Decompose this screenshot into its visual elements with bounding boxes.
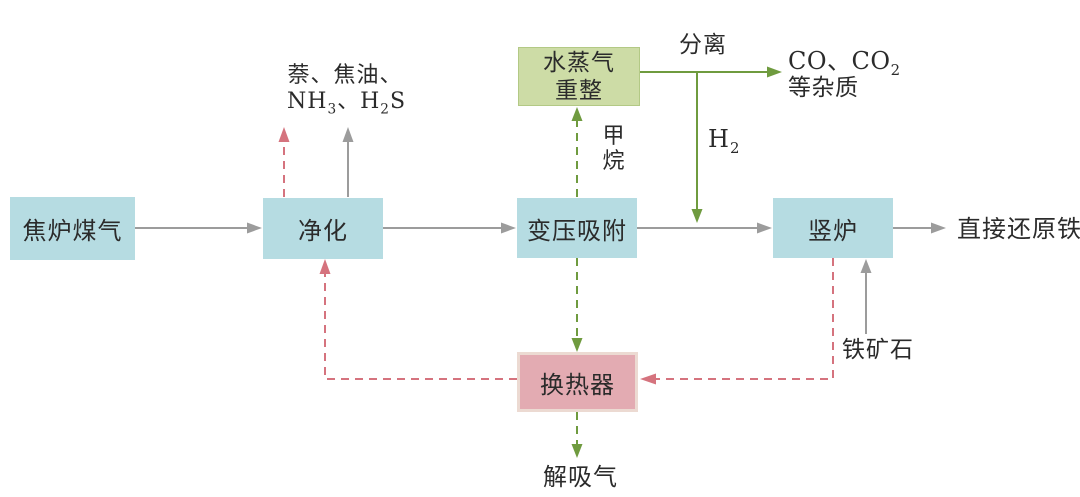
label-methane: 甲 烷 xyxy=(599,124,629,174)
label-byproducts: 萘、焦油、 NH3、H2S xyxy=(287,63,407,118)
label-hydrogen: H2 xyxy=(708,125,741,157)
arrowhead-h2-to-mainline xyxy=(691,209,703,223)
label-impurities-line2: 等杂质 xyxy=(788,75,859,101)
arrowhead-purification-to-psa xyxy=(501,222,516,234)
process-box-shaft-furnace: 竖炉 xyxy=(773,198,893,258)
process-box-purification: 净化 xyxy=(263,198,383,259)
label-separation: 分离 xyxy=(679,32,727,58)
label-byproducts-line2: NH3、H2S xyxy=(287,89,407,118)
arrowhead-psa-to-heatexchanger xyxy=(571,338,583,352)
process-box-coke-oven-gas: 焦炉煤气 xyxy=(10,197,135,260)
arrowhead-heatexchanger-to-desorption xyxy=(571,444,583,458)
steam-reforming-line2: 重整 xyxy=(555,77,603,104)
arrowhead-purification-to-byproducts-red xyxy=(278,127,290,142)
label-impurities: CO、CO2 等杂质 xyxy=(788,48,901,102)
label-methane-char1: 甲 xyxy=(602,124,626,149)
arrowhead-shaftfurnace-to-dri xyxy=(931,222,946,234)
label-desorption-gas: 解吸气 xyxy=(543,463,618,491)
label-methane-char2: 烷 xyxy=(602,149,626,174)
steam-reforming-label: 水蒸气 重整 xyxy=(543,49,615,105)
arrowhead-purification-to-byproducts-gray xyxy=(342,127,354,142)
process-box-heat-exchanger: 换热器 xyxy=(517,352,638,412)
arrowhead-reforming-to-impurities xyxy=(767,66,782,78)
process-box-psa: 变压吸附 xyxy=(517,198,637,258)
arrowhead-cokegas-to-purification xyxy=(247,222,262,234)
label-byproducts-line1: 萘、焦油、 xyxy=(287,63,403,88)
label-direct-reduced-iron: 直接还原铁 xyxy=(957,215,1080,243)
arrow-heatexchanger-to-purification xyxy=(324,274,517,380)
arrowhead-heatexchanger-to-purification xyxy=(319,259,331,274)
label-iron-ore: 铁矿石 xyxy=(842,337,914,363)
process-box-steam-reforming: 水蒸气 重整 xyxy=(518,47,640,106)
arrow-shaftfurnace-to-heatexchanger xyxy=(656,258,834,380)
arrowhead-shaftfurnace-to-heatexchanger xyxy=(640,373,656,385)
steam-reforming-line1: 水蒸气 xyxy=(543,49,615,76)
arrowhead-psa-to-shaftfurnace xyxy=(757,222,772,234)
arrowhead-ironore-to-shaftfurnace xyxy=(860,259,872,273)
arrowhead-methane-psa-to-reforming xyxy=(571,107,583,121)
label-impurities-line1: CO、CO2 xyxy=(788,47,901,79)
